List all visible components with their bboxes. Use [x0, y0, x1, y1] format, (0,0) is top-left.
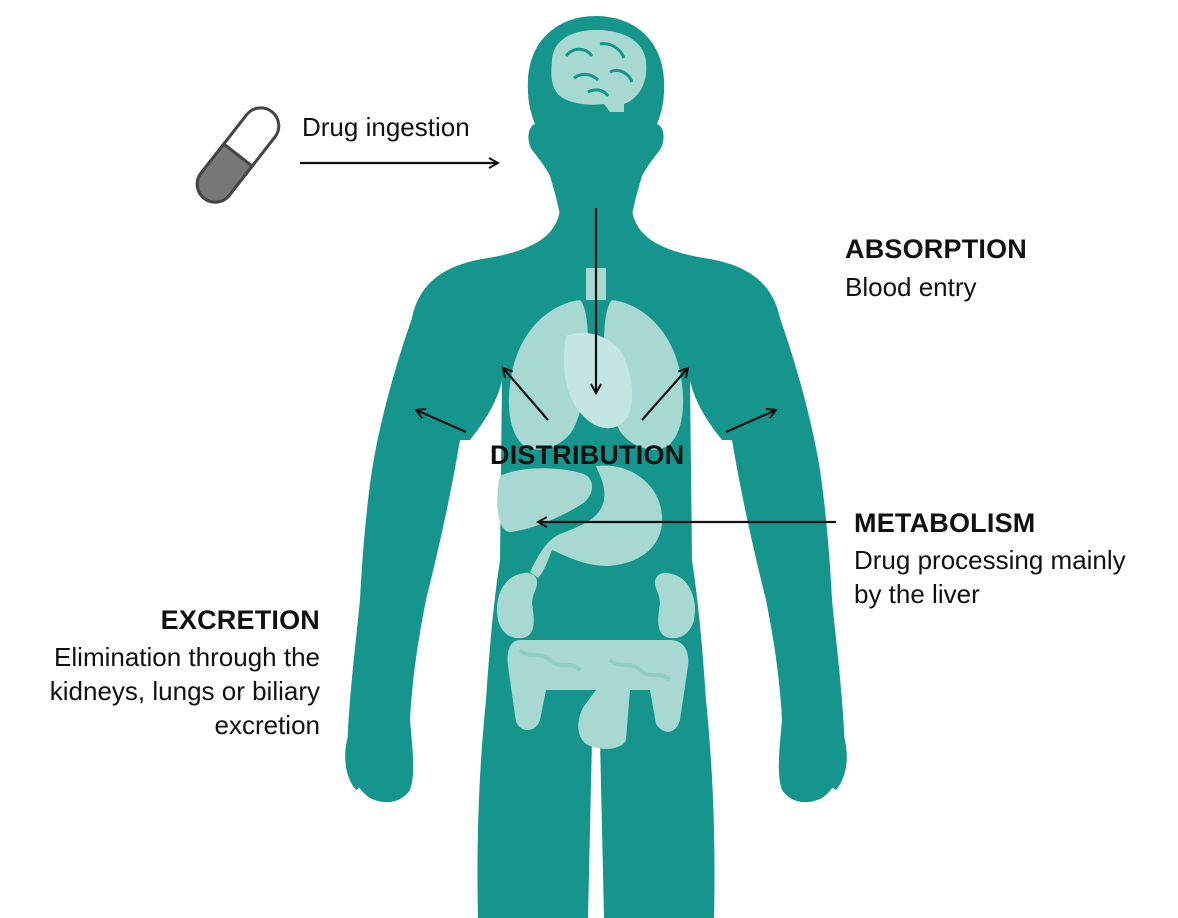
absorption-title: ABSORPTION [845, 234, 1027, 265]
excretion-desc-line2: kidneys, lungs or biliary [50, 674, 320, 708]
excretion-title: EXCRETION [161, 605, 320, 636]
absorption-desc: Blood entry [845, 270, 977, 304]
metabolism-desc-line2: by the liver [854, 577, 980, 611]
metabolism-title: METABOLISM [854, 508, 1035, 539]
left-arm-shape [348, 318, 470, 802]
right-arm-shape [722, 318, 844, 802]
excretion-desc-line1: Elimination through the [54, 640, 320, 674]
metabolism-desc-line1: Drug processing mainly [854, 543, 1126, 577]
distribution-title: DISTRIBUTION [490, 440, 684, 471]
excretion-desc-line3: excretion [215, 708, 321, 742]
ingestion-label: Drug ingestion [302, 110, 470, 144]
capsule-icon [190, 101, 286, 210]
